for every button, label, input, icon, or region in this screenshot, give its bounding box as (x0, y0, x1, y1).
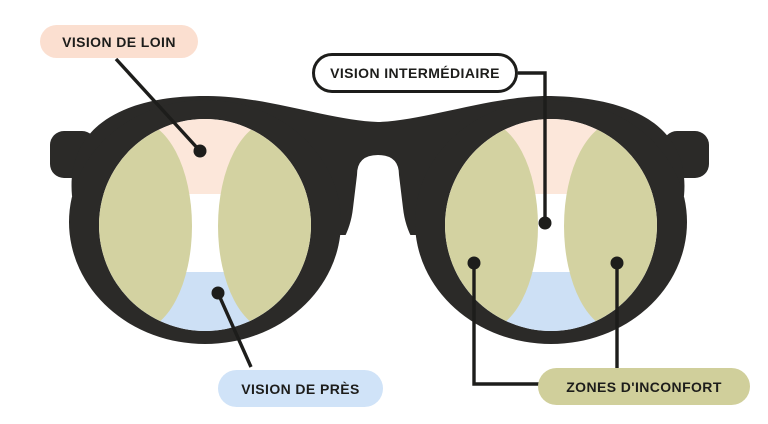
discomfort-connector-left (472, 263, 540, 386)
far-vision-dot (193, 144, 207, 158)
near-vision-label: VISION DE PRÈS (218, 370, 383, 407)
far-vision-connector (114, 57, 202, 153)
connector-dots (193, 144, 624, 300)
intermediate-vision-connector (518, 71, 547, 223)
intermediate-vision-label-text: VISION INTERMÉDIAIRE (330, 65, 500, 81)
discomfort-dot-right (610, 256, 624, 270)
connector-lines (114, 57, 619, 386)
bridge-arch (343, 155, 413, 240)
intermediate-vision-dot (538, 216, 552, 230)
near-vision-connector (216, 292, 253, 368)
far-vision-label: VISION DE LOIN (40, 25, 198, 58)
far-vision-label-text: VISION DE LOIN (62, 33, 176, 50)
near-vision-dot (211, 286, 225, 300)
discomfort-dot-left (467, 256, 481, 270)
near-vision-label-text: VISION DE PRÈS (241, 380, 360, 397)
intermediate-vision-label: VISION INTERMÉDIAIRE (312, 53, 518, 93)
discomfort-zones-label-text: ZONES D'INCONFORT (566, 378, 722, 395)
discomfort-zones-label: ZONES D'INCONFORT (538, 368, 750, 405)
